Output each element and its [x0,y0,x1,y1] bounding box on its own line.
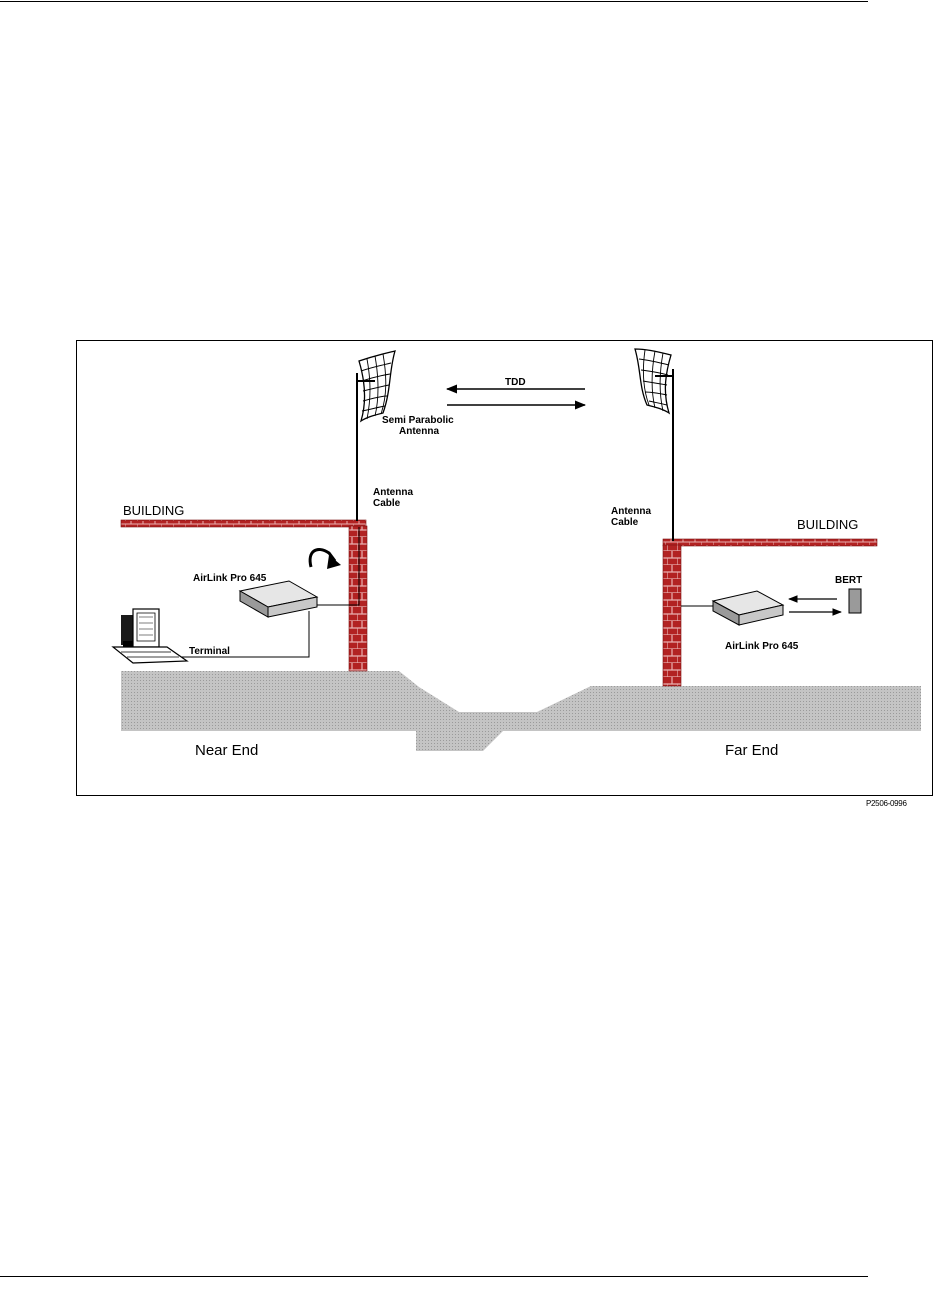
network-diagram: TDD Semi Parabolic Antenna Antenna Cable… [77,341,933,796]
network-diagram-figure: TDD Semi Parabolic Antenna Antenna Cable… [76,340,933,796]
right-antenna-icon [635,349,673,413]
tdd-label: TDD [505,377,526,388]
right-building-roof [663,539,877,546]
left-airlink-unit-icon [240,581,317,617]
bottom-rule [0,1276,868,1277]
bert-label: BERT [835,575,862,586]
left-antenna-icon [357,351,395,421]
antenna-label-line1: Semi Parabolic [382,415,454,426]
left-unit-label: AirLink Pro 645 [193,573,267,584]
left-building-wall [349,526,367,671]
bert-device-icon [849,589,861,613]
right-building-wall [663,545,681,686]
right-airlink-unit-icon [713,591,783,625]
ground-terrain [121,671,921,751]
terminal-label: Terminal [189,646,230,657]
terminal-icon [113,609,187,663]
left-building-roof [121,520,366,527]
top-rule [0,1,868,2]
left-building-label: BUILDING [123,503,184,518]
figure-id: P2506-0996 [866,799,907,808]
right-building-label: BUILDING [797,517,858,532]
curved-arrow-head [327,555,341,569]
right-cable-label-line1: Antenna [611,506,651,517]
left-cable-label-line1: Antenna [373,487,413,498]
far-end-label: Far End [725,742,778,759]
right-unit-label: AirLink Pro 645 [725,641,799,652]
antenna-label-line2: Antenna [399,426,439,437]
left-cable-label-line2: Cable [373,498,401,509]
right-cable-label-line2: Cable [611,517,639,528]
near-end-label: Near End [195,742,258,759]
